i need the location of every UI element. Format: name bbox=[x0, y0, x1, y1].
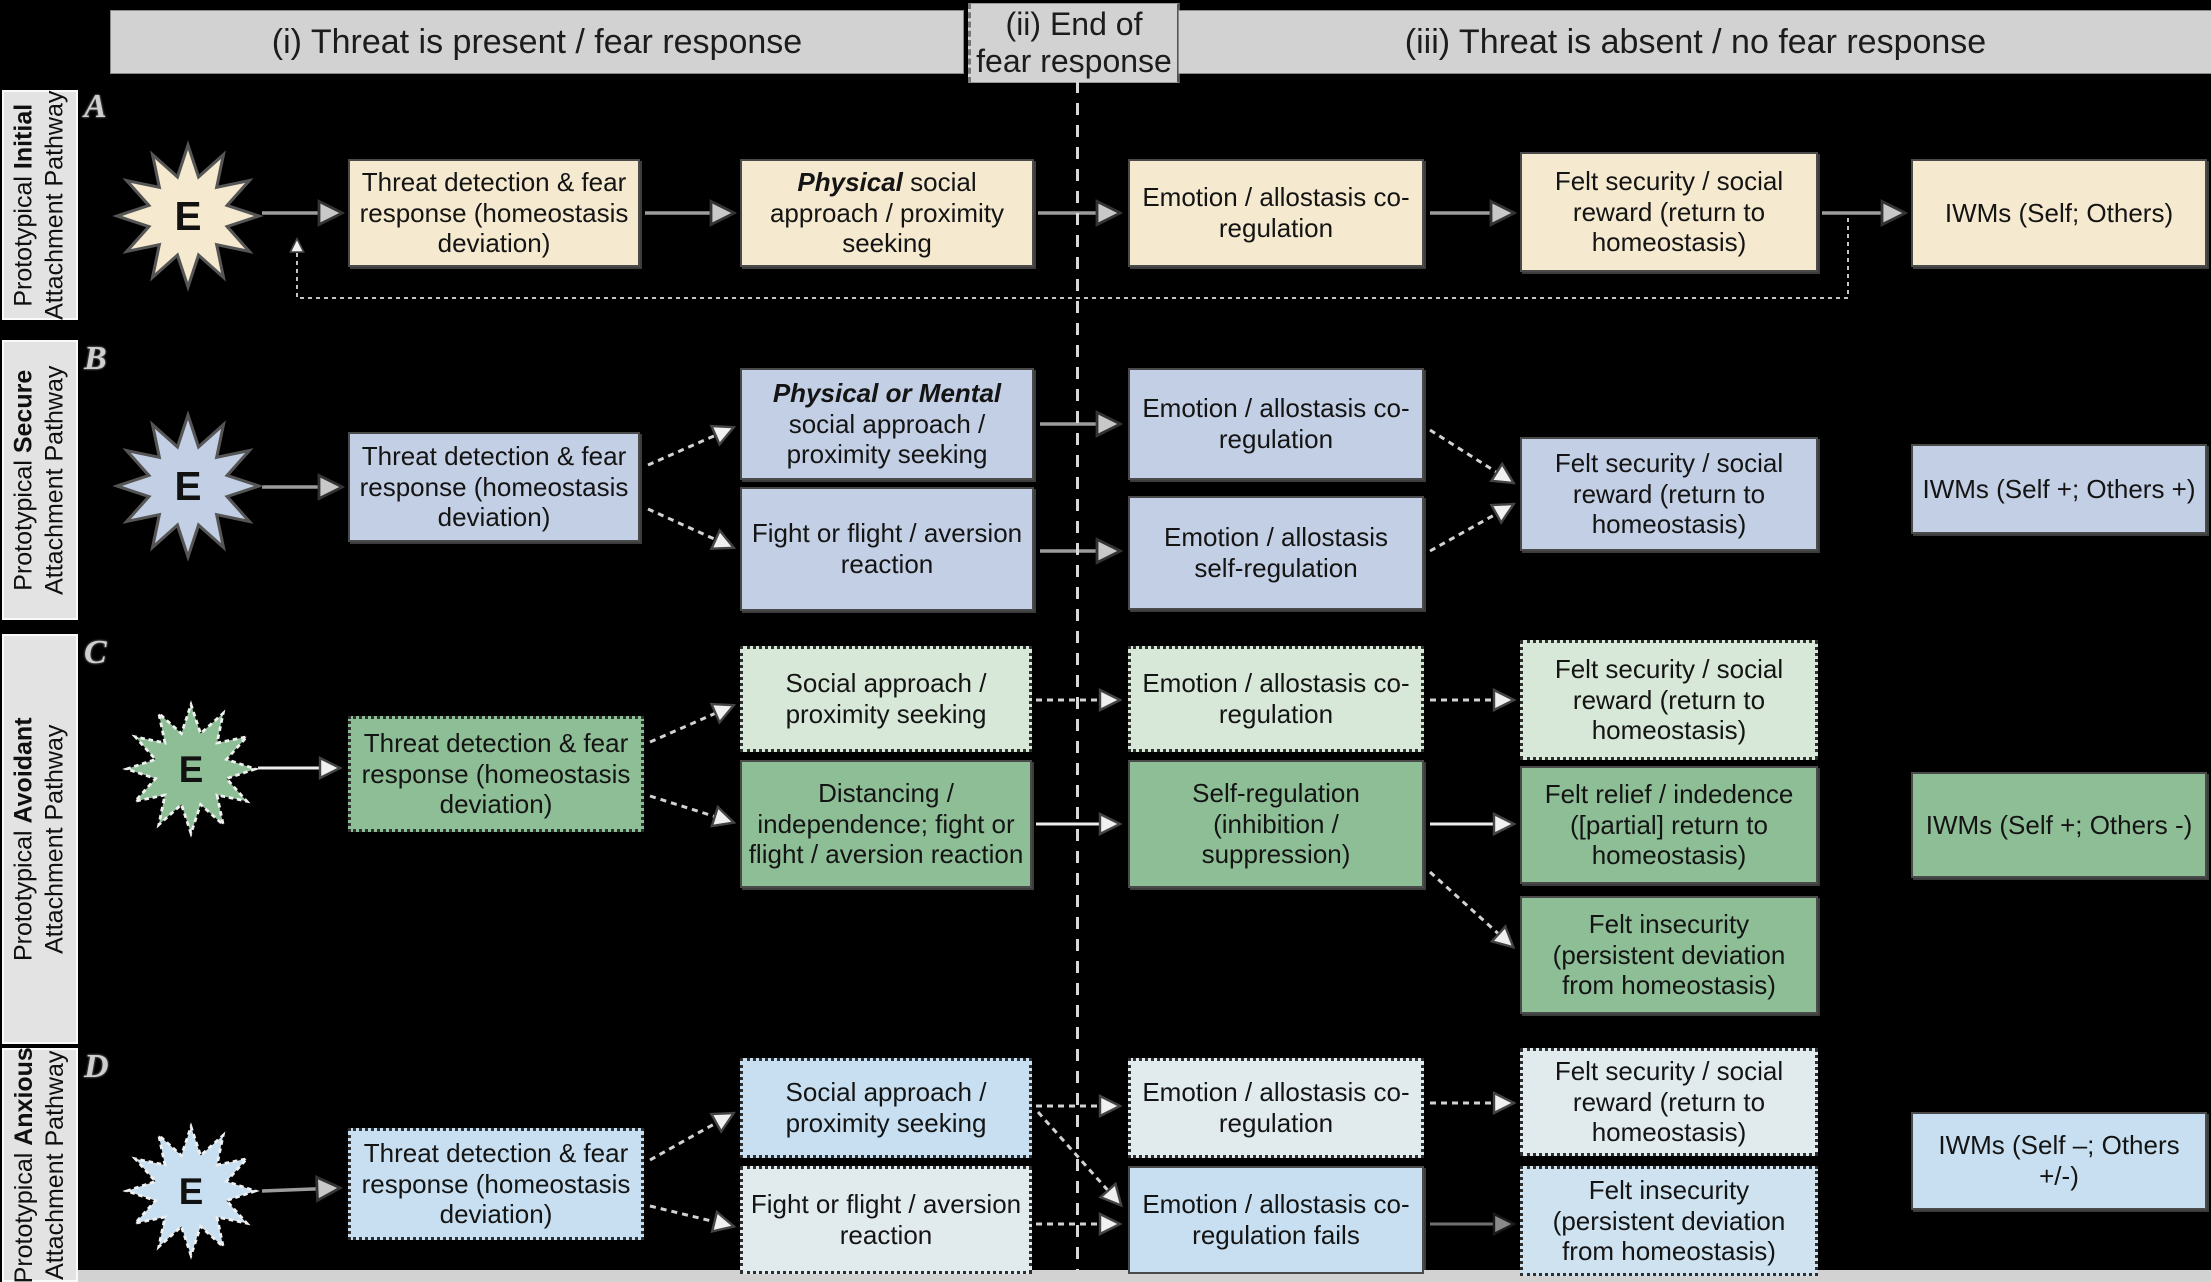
sidebar-pathway-initial-label: Prototypical Initial Attachment Pathway bbox=[9, 90, 70, 320]
box-c-coregulation: Emotion / allostasis co-regulation bbox=[1128, 646, 1424, 752]
sidebar-pathway-anxious: Prototypical Anxious Attachment Pathway bbox=[2, 1046, 78, 1282]
event-starburst-c: E bbox=[122, 700, 260, 838]
panel-letter-b: B bbox=[84, 340, 107, 377]
event-starburst-d: E bbox=[122, 1122, 260, 1260]
arrow-c-threat-distancing bbox=[649, 794, 732, 822]
box-c-distancing: Distancing / independence; fight or flig… bbox=[740, 760, 1032, 888]
box-b-felt-security: Felt security / social reward (return to… bbox=[1520, 437, 1818, 551]
starburst-shape-c bbox=[122, 700, 260, 838]
box-c-iwms: IWMs (Self +; Others -) bbox=[1911, 772, 2207, 878]
arrow-b-threat-approach bbox=[647, 428, 732, 467]
arrow-d-threat-social bbox=[649, 1114, 732, 1162]
box-a-coregulation: Emotion / allostasis co-regulation bbox=[1128, 159, 1424, 267]
arrow-d-social-coregulationfails bbox=[1036, 1111, 1120, 1204]
header-end-fear-line2: fear response bbox=[976, 43, 1172, 79]
sidebar-pathway-avoidant: Prototypical Avoidant Attachment Pathway bbox=[2, 634, 78, 1044]
header-end-fear-line1: (ii) End of bbox=[1005, 6, 1143, 43]
box-d-felt-security: Felt security / social reward (return to… bbox=[1520, 1048, 1818, 1156]
box-c-felt-relief: Felt relief / indedence ([partial] retur… bbox=[1520, 766, 1818, 884]
event-label-d: E bbox=[179, 1171, 204, 1212]
box-c-felt-security: Felt security / social reward (return to… bbox=[1520, 640, 1818, 760]
box-b-threat-detection: Threat detection & fear response (homeos… bbox=[348, 432, 640, 542]
arrow-c-selfregulation-feltinsecurity bbox=[1428, 870, 1512, 946]
starburst-shape-a bbox=[112, 140, 264, 292]
box-a-felt-security: Felt security / social reward (return to… bbox=[1520, 152, 1818, 272]
arrow-d-threat-fight bbox=[649, 1204, 732, 1226]
box-d-felt-insecurity: Felt insecurity (persistent deviation fr… bbox=[1520, 1166, 1818, 1276]
box-d-coregulation: Emotion / allostasis co-regulation bbox=[1128, 1058, 1424, 1158]
arrow-d-event-threat bbox=[261, 1188, 338, 1191]
header-threat-absent: (iii) Threat is absent / no fear respons… bbox=[1178, 10, 2211, 74]
box-a-threat-detection: Threat detection & fear response (homeos… bbox=[348, 159, 640, 267]
sidebar-pathway-anxious-label: Prototypical Anxious Attachment Pathway bbox=[9, 1046, 69, 1282]
starburst-shape-d bbox=[122, 1122, 260, 1260]
event-label-b: E bbox=[174, 463, 201, 509]
box-a-physical-approach: Physical social approach / proximity see… bbox=[740, 159, 1034, 267]
box-a-iwms: IWMs (Self; Others) bbox=[1911, 159, 2207, 267]
header-threat-absent-label: (iii) Threat is absent / no fear respons… bbox=[1404, 22, 1987, 61]
sidebar-pathway-secure-label: Prototypical Secure Attachment Pathway bbox=[9, 365, 70, 595]
box-b-selfregulation: Emotion / allostasis self-regulation bbox=[1128, 496, 1424, 610]
starburst-shape-b bbox=[112, 410, 264, 562]
box-d-social-approach: Social approach / proximity seeking bbox=[740, 1058, 1032, 1158]
header-threat-present-label: (i) Threat is present / fear response bbox=[271, 22, 803, 61]
box-d-iwms: IWMs (Self –; Others +/-) bbox=[1911, 1112, 2207, 1210]
phase-divider-dashed-line bbox=[1076, 81, 1079, 1282]
event-label-c: E bbox=[179, 749, 204, 790]
sidebar-pathway-initial: Prototypical Initial Attachment Pathway bbox=[2, 90, 78, 320]
box-d-threat-detection: Threat detection & fear response (homeos… bbox=[348, 1128, 644, 1240]
event-label-a: E bbox=[174, 193, 201, 239]
event-starburst-b: E bbox=[112, 410, 264, 562]
sidebar-pathway-avoidant-label: Prototypical Avoidant Attachment Pathway bbox=[9, 717, 69, 961]
panel-letter-d: D bbox=[84, 1048, 109, 1085]
sidebar-pathway-secure: Prototypical Secure Attachment Pathway bbox=[2, 340, 78, 620]
box-c-threat-detection: Threat detection & fear response (homeos… bbox=[348, 716, 644, 832]
header-threat-present: (i) Threat is present / fear response bbox=[110, 10, 964, 74]
box-b-fight-or-flight: Fight or flight / aversion reaction bbox=[740, 487, 1034, 611]
box-d-fight-or-flight: Fight or flight / aversion reaction bbox=[740, 1166, 1032, 1274]
box-c-felt-insecurity: Felt insecurity (persistent deviation fr… bbox=[1520, 896, 1818, 1014]
panel-letter-c: C bbox=[84, 634, 107, 671]
event-starburst-a: E bbox=[112, 140, 264, 292]
header-end-fear: (ii) End of fear response bbox=[968, 3, 1180, 83]
arrow-b-selfregulation-feltsecurity bbox=[1429, 505, 1512, 553]
box-c-selfregulation: Self-regulation (inhibition / suppressio… bbox=[1128, 760, 1424, 888]
box-d-coregulation-fails: Emotion / allostasis co-regulation fails bbox=[1128, 1166, 1424, 1274]
arrow-b-threat-fight bbox=[647, 507, 732, 547]
box-b-physical-mental-approach: Physical or Mental social approach / pro… bbox=[740, 368, 1034, 480]
box-b-iwms: IWMs (Self +; Others +) bbox=[1911, 444, 2207, 534]
box-b-coregulation: Emotion / allostasis co-regulation bbox=[1128, 368, 1424, 480]
box-c-social-approach: Social approach / proximity seeking bbox=[740, 646, 1032, 752]
arrow-b-coregulation-feltsecurity bbox=[1429, 428, 1512, 482]
panel-letter-a: A bbox=[84, 88, 107, 125]
arrow-c-threat-social bbox=[649, 706, 732, 744]
